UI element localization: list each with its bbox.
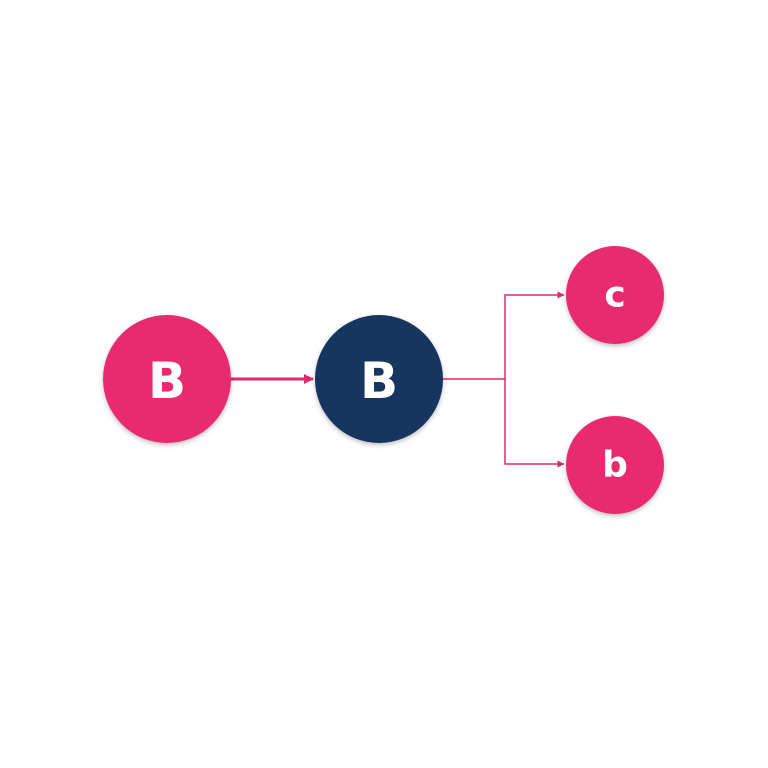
node-center: B	[315, 315, 443, 443]
edge-branch-to-upper	[504, 291, 565, 379]
node-source-label: B	[148, 352, 186, 410]
node-center-label: B	[360, 352, 398, 410]
node-source: B	[103, 315, 231, 443]
node-upper: c	[566, 246, 664, 344]
node-lower-label: b	[602, 445, 628, 486]
edge-branch-to-lower	[504, 379, 565, 468]
node-lower: b	[566, 416, 664, 514]
node-upper-label: c	[604, 275, 625, 316]
